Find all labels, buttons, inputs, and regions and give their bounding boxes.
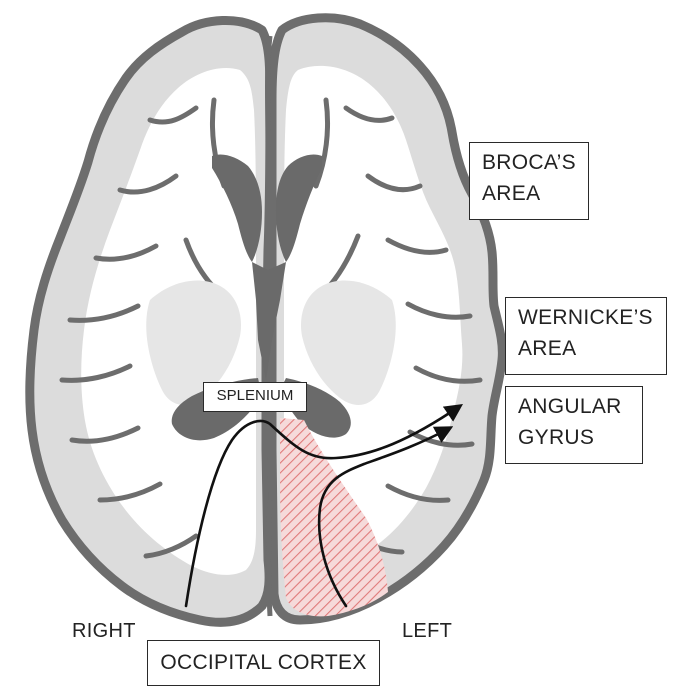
- right-frontal-horn: [212, 154, 262, 262]
- brocas-area-line1: BROCA’S: [482, 151, 576, 174]
- left-frontal-horn: [276, 154, 322, 262]
- left-side-label: LEFT: [402, 620, 453, 642]
- right-hemisphere: [25, 16, 275, 627]
- angular-gyrus-line1: ANGULAR: [518, 395, 622, 418]
- right-deep-gray: [146, 280, 241, 405]
- wernickes-area-label: WERNICKE’S AREA: [505, 297, 667, 375]
- visual-pathway-arrows: [184, 403, 464, 608]
- wernickes-area-line2: AREA: [518, 337, 577, 360]
- occipital-cortex-label: OCCIPITAL CORTEX: [147, 640, 380, 686]
- septum-column: [252, 262, 286, 380]
- lesion-hatched-region: [280, 418, 388, 617]
- angular-gyrus-label: ANGULAR GYRUS: [505, 386, 643, 464]
- occipital-cortex-text: OCCIPITAL CORTEX: [160, 651, 367, 674]
- midline-fissure: [265, 35, 273, 617]
- arrow-left-occipital-to-angular: [317, 426, 454, 608]
- brocas-area-line2: AREA: [482, 182, 541, 205]
- right-gyri: [59, 97, 235, 559]
- arrow-right-occipital-to-angular: [184, 403, 464, 608]
- brocas-area-label: BROCA’S AREA: [469, 142, 589, 220]
- right-side-label: RIGHT: [72, 620, 136, 642]
- wernickes-area-line1: WERNICKE’S: [518, 306, 653, 329]
- splenium-label: SPLENIUM: [203, 382, 307, 412]
- angular-gyrus-line2: GYRUS: [518, 426, 595, 449]
- splenium-text: SPLENIUM: [216, 387, 294, 404]
- left-deep-gray: [301, 280, 396, 405]
